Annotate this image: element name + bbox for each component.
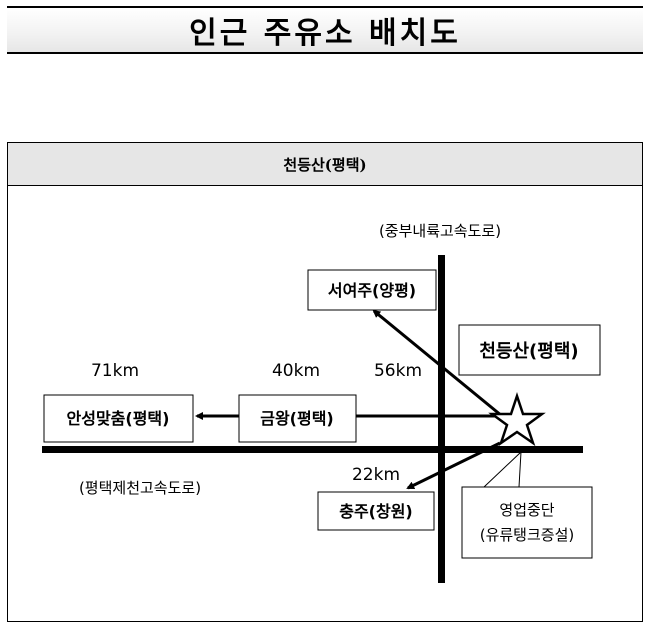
road-east-west-label: (평택제천고속도로) [79, 479, 201, 497]
arrow-seoyeoju [372, 309, 503, 418]
distance-seoyeoju: 56km [374, 361, 422, 381]
road-north-label: (중부내륙고속도로) [379, 222, 501, 240]
road-horizontal [42, 446, 583, 453]
callout-box [461, 486, 593, 559]
callout-pointer [483, 450, 522, 488]
current-station: 천등산(평택) [479, 341, 578, 362]
distance-anseong: 71km [91, 361, 139, 381]
panel-header: 천등산(평택) [8, 143, 642, 186]
arrow-chungju [406, 441, 501, 490]
callout-reason: (유류탱크증설) [480, 526, 575, 544]
box-anseong [43, 394, 194, 443]
box-seoyeoju [307, 269, 437, 311]
star-icon [488, 392, 546, 447]
destination-geumwang: 금왕(평택) [260, 409, 334, 428]
distance-chungju: 22km [352, 465, 400, 485]
destination-chungju: 충주(창원) [339, 502, 413, 521]
distance-geumwang: 40km [272, 361, 320, 381]
callout-status: 영업중단 [499, 501, 554, 519]
box-current-station [458, 324, 601, 376]
map-panel: 천등산(평택) [7, 142, 643, 622]
destination-anseong: 안성맞춤(평택) [67, 409, 170, 428]
page-title: 인근 주유소 배치도 [7, 6, 643, 54]
road-vertical [438, 255, 445, 583]
box-chungju [317, 491, 435, 531]
destination-seoyeoju: 서여주(양평) [328, 281, 416, 300]
box-geumwang [238, 394, 357, 443]
